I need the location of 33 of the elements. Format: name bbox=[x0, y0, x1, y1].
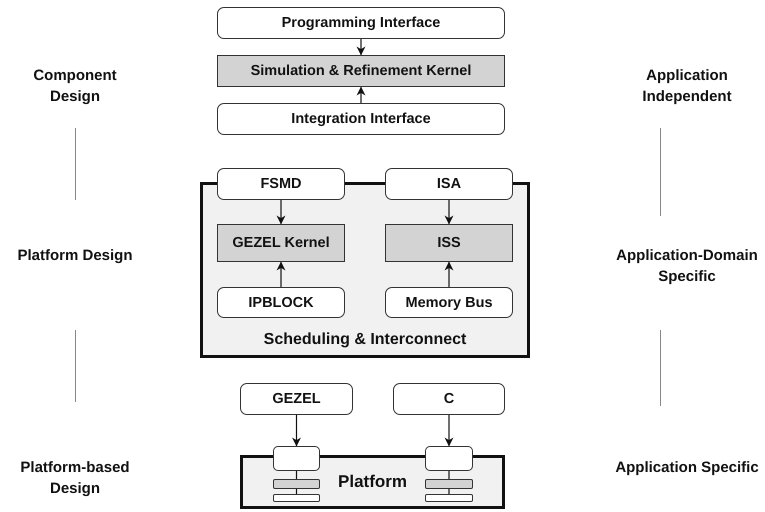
level-label: Application-Domain Specific bbox=[615, 246, 759, 287]
interface-box: IPBLOCK bbox=[217, 287, 345, 318]
level-label: Platform-based Design bbox=[19, 458, 131, 499]
interface-box: FSMD bbox=[217, 168, 345, 200]
bus-bar bbox=[425, 494, 473, 502]
interface-box: C bbox=[393, 383, 505, 415]
arrow bbox=[444, 200, 454, 224]
level-label: Application Specific bbox=[614, 458, 760, 478]
arrow bbox=[356, 86, 366, 103]
kernel-box: GEZEL Kernel bbox=[217, 224, 345, 262]
panel-title: Scheduling & Interconnect bbox=[264, 331, 466, 349]
bus-bar bbox=[425, 479, 473, 489]
interface-box: ISA bbox=[385, 168, 513, 200]
level-label: Platform Design bbox=[16, 246, 134, 266]
bus-bar bbox=[273, 479, 320, 489]
level-label: Component Design bbox=[32, 66, 118, 107]
panel-title: Platform bbox=[338, 472, 407, 492]
kernel-box: Simulation & Refinement Kernel bbox=[217, 55, 505, 87]
arrow bbox=[444, 262, 454, 287]
interface-box: Programming Interface bbox=[217, 7, 505, 39]
empty-box bbox=[425, 446, 473, 471]
bus-bar bbox=[273, 494, 320, 502]
arrow bbox=[292, 415, 301, 446]
arrow bbox=[444, 415, 454, 446]
arrow bbox=[276, 200, 286, 224]
arrow bbox=[276, 262, 286, 287]
interface-box: GEZEL bbox=[240, 383, 353, 415]
interface-box: Integration Interface bbox=[217, 103, 505, 135]
kernel-box: ISS bbox=[385, 224, 513, 262]
arrow bbox=[356, 39, 366, 56]
level-label: Application Independent bbox=[641, 66, 733, 107]
empty-box bbox=[273, 446, 320, 471]
interface-box: Memory Bus bbox=[385, 287, 513, 318]
